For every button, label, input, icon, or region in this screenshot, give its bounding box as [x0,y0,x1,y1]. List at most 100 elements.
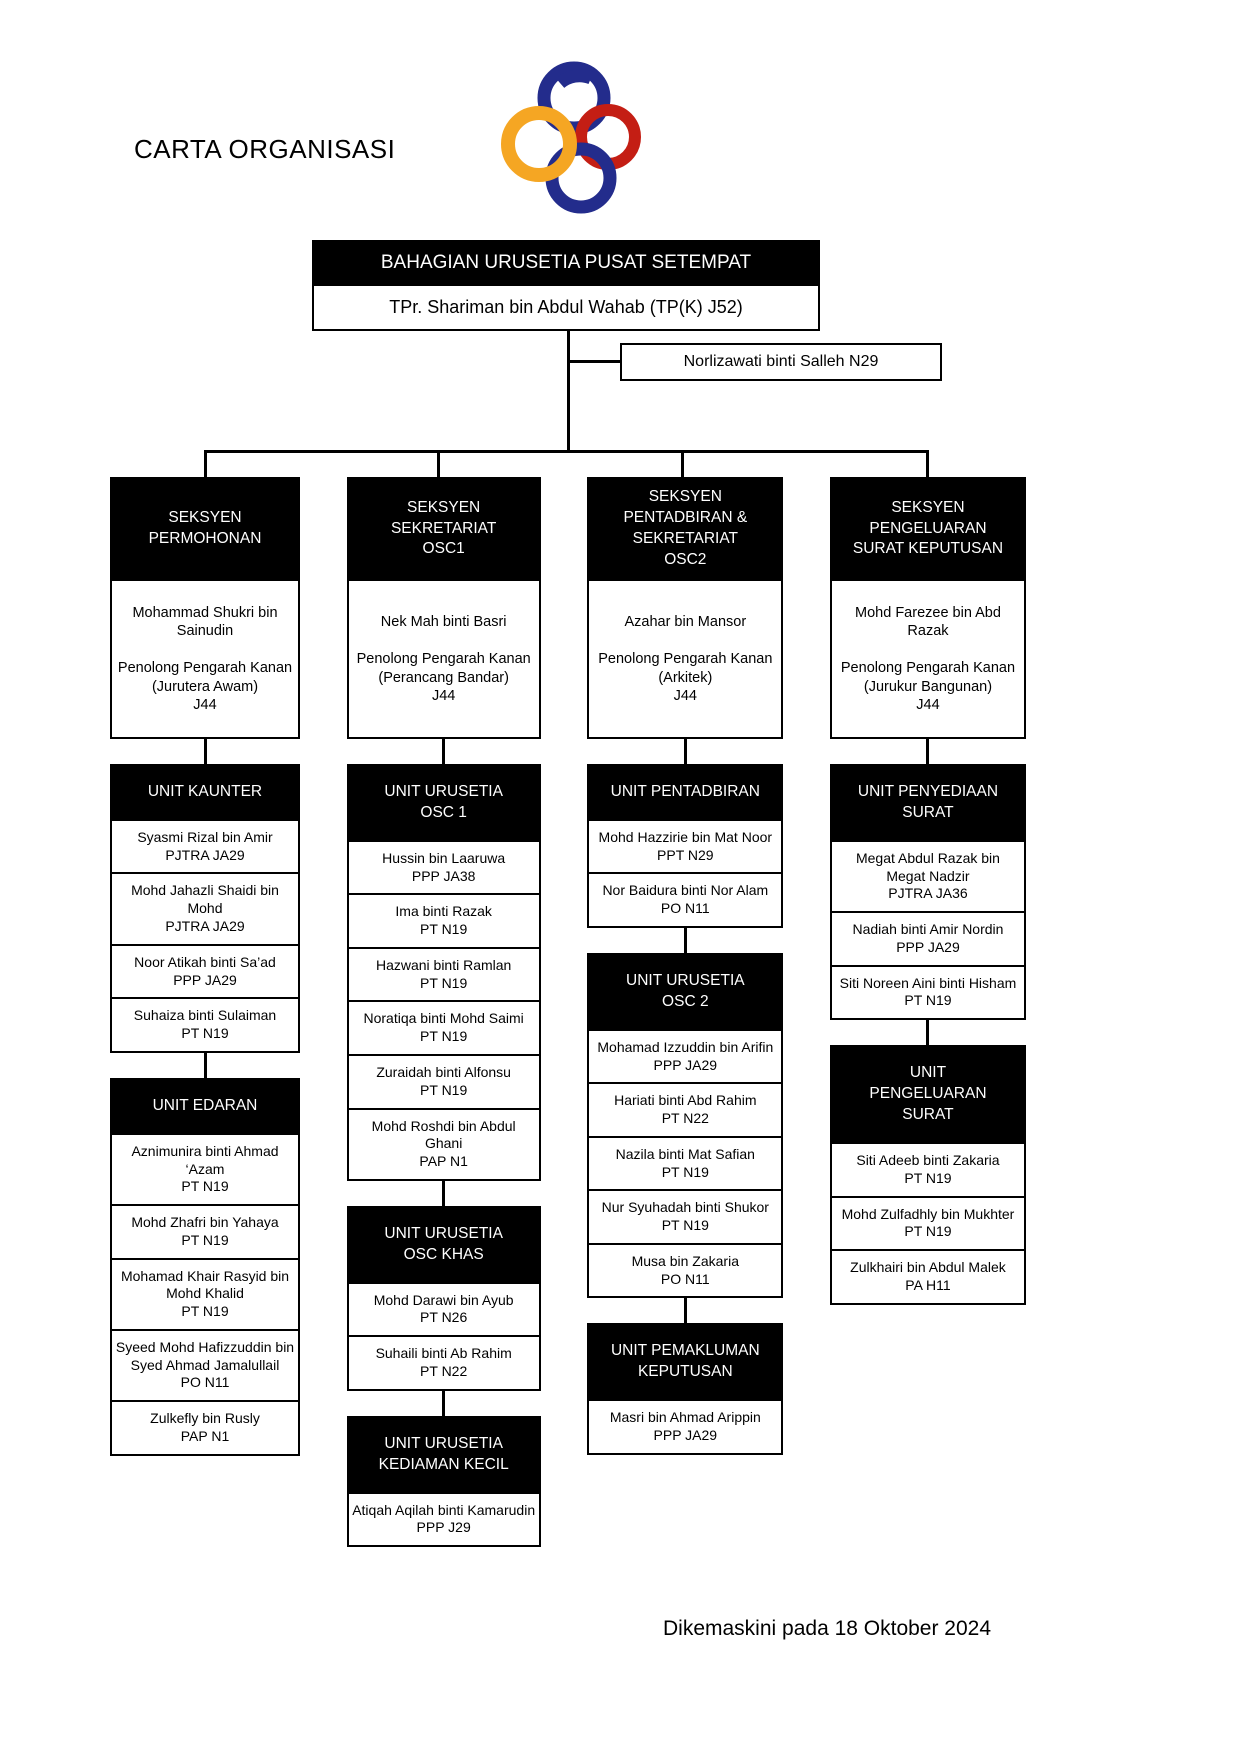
member-name: Mohd Zulfadhly bin Mukhter [841,1205,1015,1222]
member-name: Suhaiza binti Sulaiman [133,1007,277,1024]
member-name: Syasmi Rizal bin Amir [137,828,273,845]
last-updated-note: Dikemaskini pada 18 Oktober 2024 [663,1617,992,1640]
leader-grade: J44 [431,687,456,704]
member-name: Hazwani binti Ramlan [375,956,512,973]
member-name: Aznimunira binti Ahmad ‘Azam [131,1142,279,1177]
member-name: Ima binti Razak [395,903,492,920]
section-header-line: PERMOHONAN [148,530,262,547]
member-name: Siti Adeeb binti Zakaria [856,1151,1000,1168]
member-name: Musa bin Zakaria [631,1252,739,1269]
member-grade: PAP N1 [419,1153,468,1170]
member-grade: PPP JA29 [173,971,237,988]
unit-header-line: UNIT [909,1064,947,1082]
member-name: Hussin bin Laaruwa [382,849,506,866]
member-grade: PJTRA JA29 [165,917,245,934]
member-grade: PT N19 [904,1169,952,1186]
connector-line [203,1052,207,1078]
connector-line [683,739,687,764]
member-name: Mohd Darawi bin Ayub [373,1291,514,1308]
root-department-box: BAHAGIAN URUSETIA PUSAT SETEMPAT [312,240,820,286]
connector-drop-4 [926,450,929,477]
connector-spread-horizontal [204,450,929,453]
connector-line [926,739,930,764]
member-grade: PT N19 [181,1178,229,1195]
member-name: Mohamad Izzuddin bin Arifin [597,1038,774,1055]
member-grade: PT N22 [661,1110,709,1127]
unit-header-line: UNIT URUSETIA [384,1224,503,1242]
member-grade: PT N26 [420,1309,468,1326]
member-grade: PT N19 [420,1081,468,1098]
member-name: Mohd Roshdi bin Abdul Ghani [371,1117,516,1152]
root-head-box: TPr. Shariman bin Abdul Wahab (TP(K) J52… [312,284,820,331]
member-name: Zuraidah binti Alfonsu [376,1063,511,1080]
member-name: Zulkefly bin Rusly [150,1410,260,1427]
member-grade: PT N19 [181,1025,229,1042]
unit-header: UNIT PENTADBIRAN [587,764,784,821]
unit-header-line: UNIT URUSETIA [384,1434,503,1452]
member-grade: PT N19 [904,992,952,1009]
member-name: Masri bin Ahmad Arippin [609,1409,761,1426]
connector-line [203,739,207,764]
member-grade: PPP JA38 [411,867,476,884]
member-grade: PO N11 [660,1270,710,1287]
member-cell: Syeed Mohd Hafizzuddin bin Syed Ahmad Ja… [110,1330,300,1403]
leader-grade: J44 [193,696,217,713]
member-name: Mohd Hazzirie bin Mat Noor [598,828,773,845]
member-grade: PPT N29 [657,846,714,863]
logo-ring-top-overlap [555,69,594,89]
unit-header-line: KEDIAMAN KECIL [378,1455,509,1473]
leader-position: Penolong Pengarah Kanan (Jurukur Banguna… [840,660,1016,695]
unit-header-line: UNIT PEMAKLUMAN [610,1342,760,1360]
member-name: Zulkhairi bin Abdul Malek [850,1259,1006,1276]
member-grade: PT N22 [420,1362,468,1379]
section-header-line: SEKRETARIAT [632,530,738,547]
section-header-line: SEKSYEN [407,498,481,516]
member-grade: PT N19 [420,1028,468,1045]
member-name: Hariati binti Abd Rahim [614,1092,757,1109]
member-name: Megat Abdul Razak bin Megat Nadzir [855,849,1000,884]
member-grade: PT N19 [904,1223,952,1240]
logo-ring-top [537,61,611,135]
unit-header-line: OSC 2 [662,992,709,1010]
section-header-line: SEKRETARIAT [390,519,497,537]
member-name: Nor Baidura binti Nor Alam [602,882,769,899]
unit-header-line: OSC 1 [420,803,467,821]
logo-ring-left [501,106,577,182]
member-grade: PO N11 [660,900,710,917]
